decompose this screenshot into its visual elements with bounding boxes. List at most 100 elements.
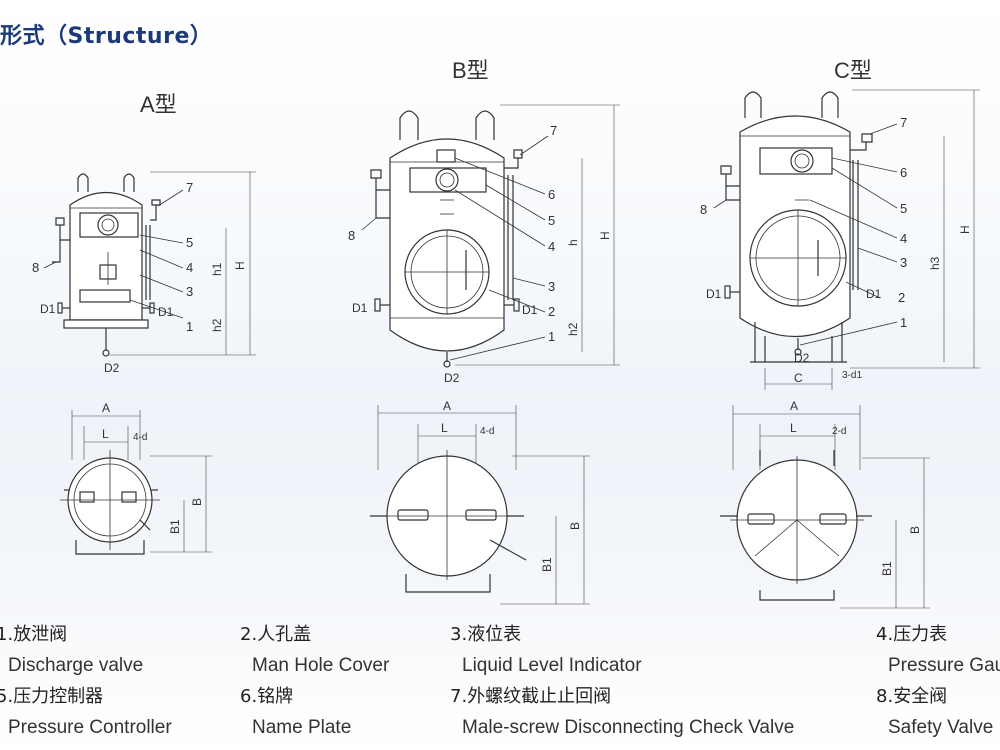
type-c-top-view: A L 2-d B B1 (720, 399, 930, 609)
dim-h-b: H (598, 231, 612, 240)
legend-item-4: 4.压力表 Pressure Gauge (876, 624, 1000, 678)
dim-d1-left: D1 (706, 287, 722, 301)
callout-4: 4 (186, 260, 193, 275)
safety-valve (55, 217, 70, 241)
dim-l: L (441, 421, 448, 435)
dim-d1-right: D1 (158, 305, 174, 319)
callout-1: 1 (548, 329, 555, 344)
dim-h: h (566, 239, 580, 246)
legend-num: 1. (0, 624, 14, 645)
type-a-front-view: A型 (32, 92, 256, 375)
legend-num: 2. (240, 624, 258, 645)
dim-l: L (102, 427, 109, 441)
legend-num: 5. (0, 686, 14, 707)
callout-1: 1 (900, 315, 907, 330)
legend-item-2: 2.人孔盖 Man Hole Cover (240, 624, 389, 678)
type-a-top-view: A L 4-d B B1 (60, 401, 212, 555)
safety-valve (370, 169, 390, 191)
dim-2-d: 2-d (832, 426, 846, 437)
name-plate (436, 149, 456, 163)
structure-drawing: A型 (32, 58, 980, 609)
callout-3: 3 (186, 284, 193, 299)
legend-num: 4. (876, 624, 894, 645)
parts-legend: 1.放泄阀 Discharge valve 2.人孔盖 Man Hole Cov… (0, 620, 1000, 750)
legend-item-1: 1.放泄阀 Discharge valve (0, 624, 143, 678)
callout-4: 4 (900, 231, 907, 246)
legend-item-8: 8.安全阀 Safety Valve (876, 686, 993, 740)
legend-en: Name Plate (252, 717, 352, 738)
dim-d1-left: D1 (352, 301, 368, 315)
callout-8: 8 (32, 260, 39, 275)
type-b-top-view: A L 4-d B B1 (370, 399, 590, 605)
dim-3-d1: 3-d1 (842, 370, 862, 381)
safety-valve (720, 165, 740, 187)
lifting-lug (123, 173, 135, 192)
dim-a: A (790, 399, 798, 413)
legend-zh: 铭牌 (257, 686, 294, 707)
legend-zh: 人孔盖 (257, 624, 312, 645)
legend-zh: 安全阀 (893, 686, 948, 707)
callout-2: 2 (548, 304, 555, 319)
legend-en: Male-screw Disconnecting Check Valve (462, 717, 795, 738)
dim-b1-c: B1 (880, 561, 894, 576)
callout-7: 7 (900, 115, 907, 130)
callout-3: 3 (548, 279, 555, 294)
dim-l: L (790, 421, 797, 435)
pressure-gauge (97, 214, 119, 236)
legend-zh: 液位表 (467, 624, 522, 645)
legend-en: Discharge valve (8, 655, 144, 676)
dim-a: A (102, 401, 110, 415)
dim-d2: D2 (794, 351, 810, 365)
dim-c: C (794, 371, 803, 385)
lifting-lug (821, 91, 839, 118)
callout-2: 2 (898, 290, 905, 305)
callout-1: 1 (186, 319, 193, 334)
legend-zh: 压力控制器 (13, 686, 104, 707)
base-flange (63, 319, 149, 329)
dim-h2-b: h2 (566, 322, 580, 336)
dim-h1: h1 (210, 262, 224, 276)
dim-4-d: 4-d (133, 432, 147, 443)
lifting-lug (744, 91, 762, 118)
legend-num: 6. (240, 686, 258, 707)
callout-5: 5 (548, 213, 555, 228)
callout-3: 3 (900, 255, 907, 270)
dim-d2: D2 (444, 371, 460, 385)
callout-6: 6 (900, 165, 907, 180)
dim-b-c: B (908, 526, 922, 534)
page-title: 形式（Structure） (0, 24, 213, 49)
callout-6: 6 (548, 187, 555, 202)
lifting-lug (399, 110, 419, 140)
callout-5: 5 (186, 235, 193, 250)
callout-7: 7 (550, 123, 557, 138)
legend-num: 3. (450, 624, 468, 645)
legend-en: Pressure Gauge (888, 655, 1000, 676)
callout-4: 4 (548, 239, 555, 254)
dim-h-c: H (958, 225, 972, 234)
legend-item-3: 3.液位表 Liquid Level Indicator (450, 624, 642, 678)
legend-en: Safety Valve (888, 717, 994, 738)
dim-b1-a: B1 (168, 519, 182, 534)
legend-zh: 放泄阀 (13, 624, 68, 645)
check-valve (850, 133, 873, 151)
legend-en: Man Hole Cover (252, 655, 390, 676)
pressure-gauge (790, 149, 814, 173)
callout-7: 7 (186, 180, 193, 195)
pressure-gauge (435, 168, 459, 192)
dim-d1-right: D1 (866, 287, 882, 301)
dim-4-d: 4-d (480, 426, 494, 437)
pressure-controller (79, 212, 139, 238)
type-b-front-view: B型 (348, 58, 620, 385)
dim-d1-right: D1 (522, 303, 538, 317)
dim-b1-b: B1 (540, 557, 554, 572)
legend-item-6: 6.铭牌 Name Plate (240, 686, 351, 740)
type-b-label: B型 (452, 58, 489, 83)
vessel-shell (69, 191, 143, 321)
legend-en: Liquid Level Indicator (462, 655, 642, 676)
legend-num: 7. (450, 686, 468, 707)
legend-item-5: 5.压力控制器 Pressure Controller (0, 686, 172, 740)
lifting-lug (77, 173, 89, 192)
dim-h-a: H (233, 261, 247, 270)
pressure-controller (409, 167, 487, 193)
legend-zh: 外螺纹截止止回阀 (467, 686, 612, 707)
